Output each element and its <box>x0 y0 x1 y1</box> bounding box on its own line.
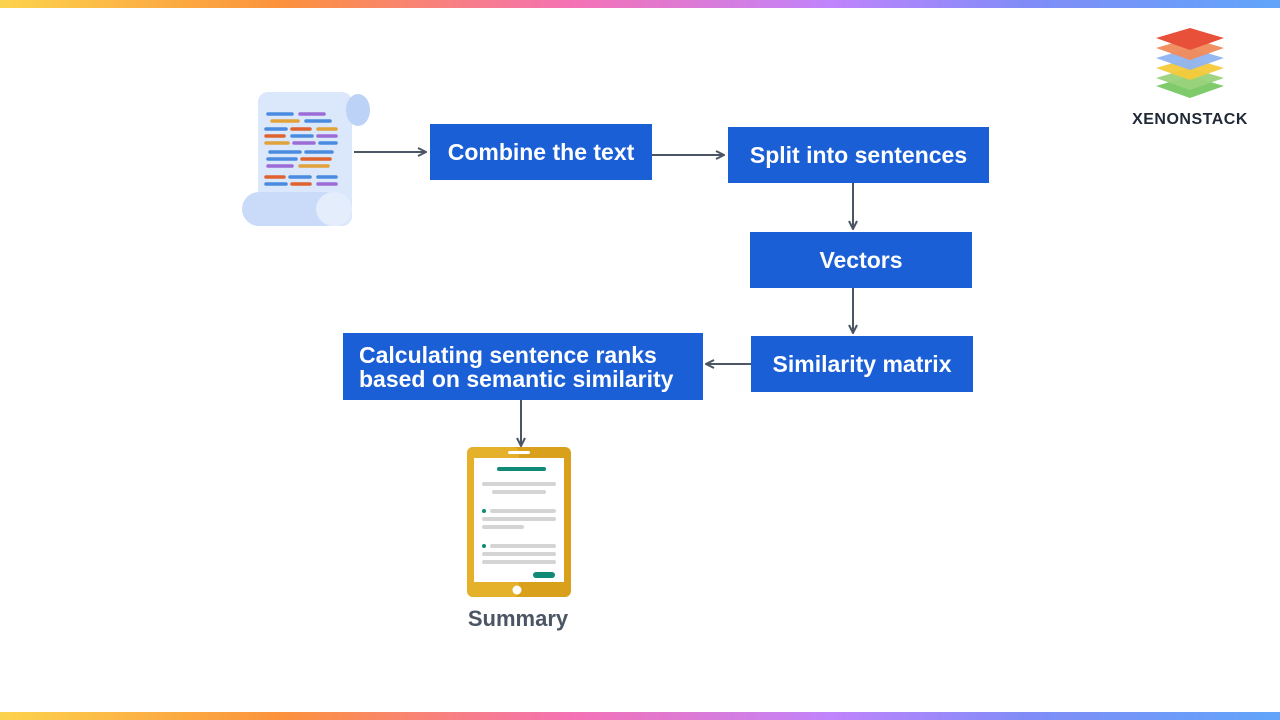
step-combine-text: Combine the text <box>430 124 652 180</box>
brand-name: XENONSTACK <box>1132 111 1248 128</box>
brand-logo: XENONSTACK <box>1110 24 1270 129</box>
document-scroll-icon <box>242 92 370 226</box>
summary-label: Summary <box>467 606 569 631</box>
step-vectors-label: Vectors <box>819 247 903 273</box>
step-combine-label: Combine the text <box>447 139 635 165</box>
layered-stack-logo-icon <box>1156 28 1224 98</box>
step-calculate-ranks: Calculating sentence ranks based on sema… <box>343 333 703 400</box>
top-gradient-stripe <box>0 0 1280 8</box>
step-split-sentences: Split into sentences <box>728 127 989 183</box>
bottom-gradient-stripe <box>0 712 1280 720</box>
step-vectors: Vectors <box>750 232 972 288</box>
step-rank-label-line2: based on semantic similarity <box>359 365 674 392</box>
tablet-summary-icon <box>467 447 571 597</box>
step-similarity-matrix: Similarity matrix <box>751 336 973 392</box>
step-split-label: Split into sentences <box>749 142 968 168</box>
step-rank-label-line1: Calculating sentence ranks <box>359 341 657 368</box>
step-similarity-label: Similarity matrix <box>772 351 952 377</box>
